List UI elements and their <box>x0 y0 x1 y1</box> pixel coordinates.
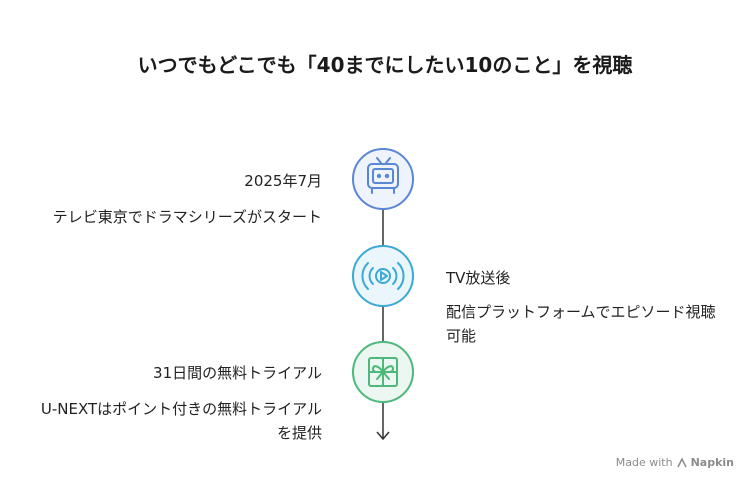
step-2-description: 配信プラットフォームでエピソード視聴可能 <box>446 303 716 345</box>
gift-icon <box>368 357 398 387</box>
napkin-logo-icon <box>676 457 687 467</box>
step-1-heading: 2025年7月 <box>244 172 322 190</box>
step-1-description: テレビ東京でドラマシリーズがスタート <box>52 208 322 226</box>
step-2-node <box>352 245 414 307</box>
step-3-heading: 31日間の無料トライアル <box>153 364 322 382</box>
tv-icon <box>367 157 399 194</box>
footer-watermark: Made with Napkin <box>616 456 734 469</box>
step-1-node <box>352 148 414 210</box>
step-3-description: U-NEXTはポイント付きの無料トライアルを提供 <box>40 400 322 442</box>
broadcast-play-icon <box>361 262 405 290</box>
made-with-label: Made with <box>615 456 673 469</box>
step-2-heading: TV放送後 <box>446 269 511 287</box>
step-3-node <box>352 341 414 403</box>
diagram-title: いつでもどこでも「40までにしたい10のこと」を視聴 <box>137 53 633 77</box>
napkin-brand-label: Napkin <box>690 456 734 469</box>
timeline-arrow-icon <box>376 431 390 441</box>
